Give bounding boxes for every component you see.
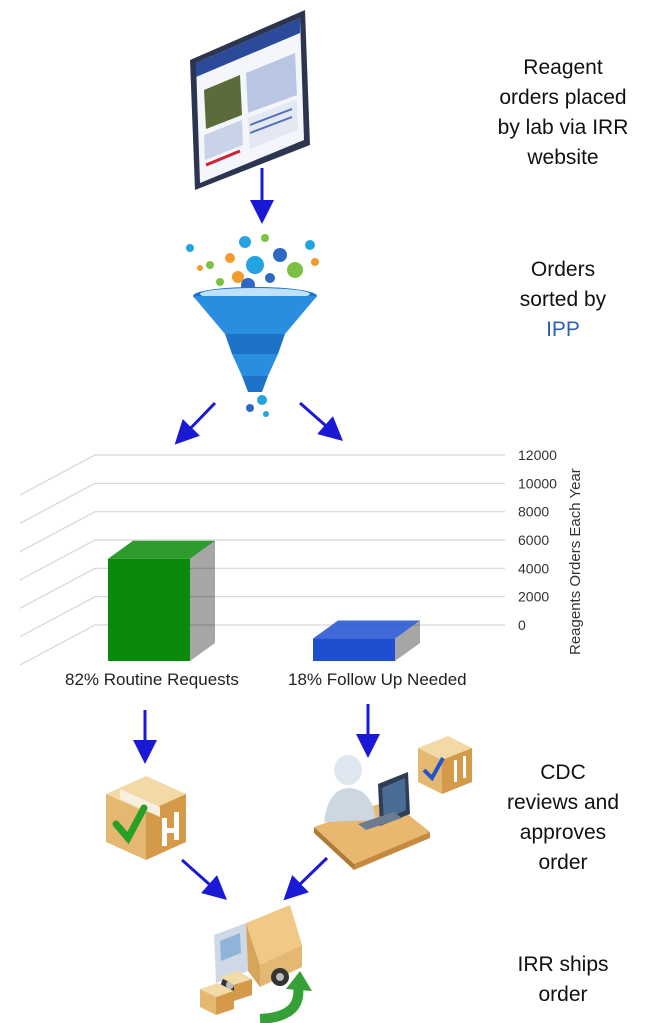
y-tick-label: 0 <box>518 617 526 633</box>
delivery-truck-icon <box>200 905 312 1023</box>
bar-followup-side <box>395 620 420 661</box>
gridline <box>19 624 505 665</box>
step-line: sorted by <box>519 288 607 311</box>
step-line: website <box>527 146 599 169</box>
y-tick-label: 12000 <box>518 447 557 463</box>
bar-routine-side <box>190 540 215 661</box>
step-line: Orders <box>530 258 596 281</box>
y-tick-label: 8000 <box>518 504 549 520</box>
website-screenshot-icon <box>190 10 310 190</box>
gridline <box>19 511 505 553</box>
step-line: Reagent <box>523 56 603 79</box>
step-line: order <box>538 851 588 874</box>
funnel-icon <box>186 234 319 417</box>
y-tick-label: 4000 <box>518 560 549 576</box>
step-line: order <box>538 983 588 1006</box>
package-check-icon <box>106 776 186 860</box>
step-line: CDC <box>540 761 586 784</box>
y-tick-label: 10000 <box>518 475 557 491</box>
step-website-text: Reagent orders placed by lab via IRR web… <box>488 53 638 173</box>
arrow-icon <box>133 168 380 901</box>
step-accent: IPP <box>546 318 580 341</box>
step-line: IRR ships <box>517 953 609 976</box>
y-axis-title: Reagents Orders Each Year <box>567 468 584 655</box>
bar-followup-top <box>313 620 420 639</box>
step-review-text: CDC reviews and approves order <box>488 758 638 878</box>
step-line: reviews and <box>506 791 620 814</box>
step-line: orders placed <box>499 86 627 109</box>
gridline <box>19 482 505 524</box>
category-label-followup: 18% Follow Up Needed <box>288 670 467 689</box>
bar-routine <box>108 558 190 661</box>
category-label-routine: 82% Routine Requests <box>65 670 239 689</box>
gridline <box>19 567 505 609</box>
reviewer-workstation-icon <box>314 736 472 870</box>
gridline <box>19 454 505 496</box>
step-ship-text: IRR ships order <box>488 950 638 1010</box>
step-line: by lab via IRR <box>497 116 629 139</box>
bar-chart: 12000 10000 8000 6000 4000 2000 0 <box>19 447 557 665</box>
step-sort-text: Orders sorted by IPP <box>488 255 638 345</box>
step-line: approves <box>519 821 607 844</box>
y-tick-label: 2000 <box>518 589 549 605</box>
bar-routine-top <box>108 540 215 559</box>
gridline <box>19 539 505 581</box>
gridline <box>19 596 505 638</box>
y-tick-label: 6000 <box>518 532 549 548</box>
bar-followup <box>313 638 395 661</box>
